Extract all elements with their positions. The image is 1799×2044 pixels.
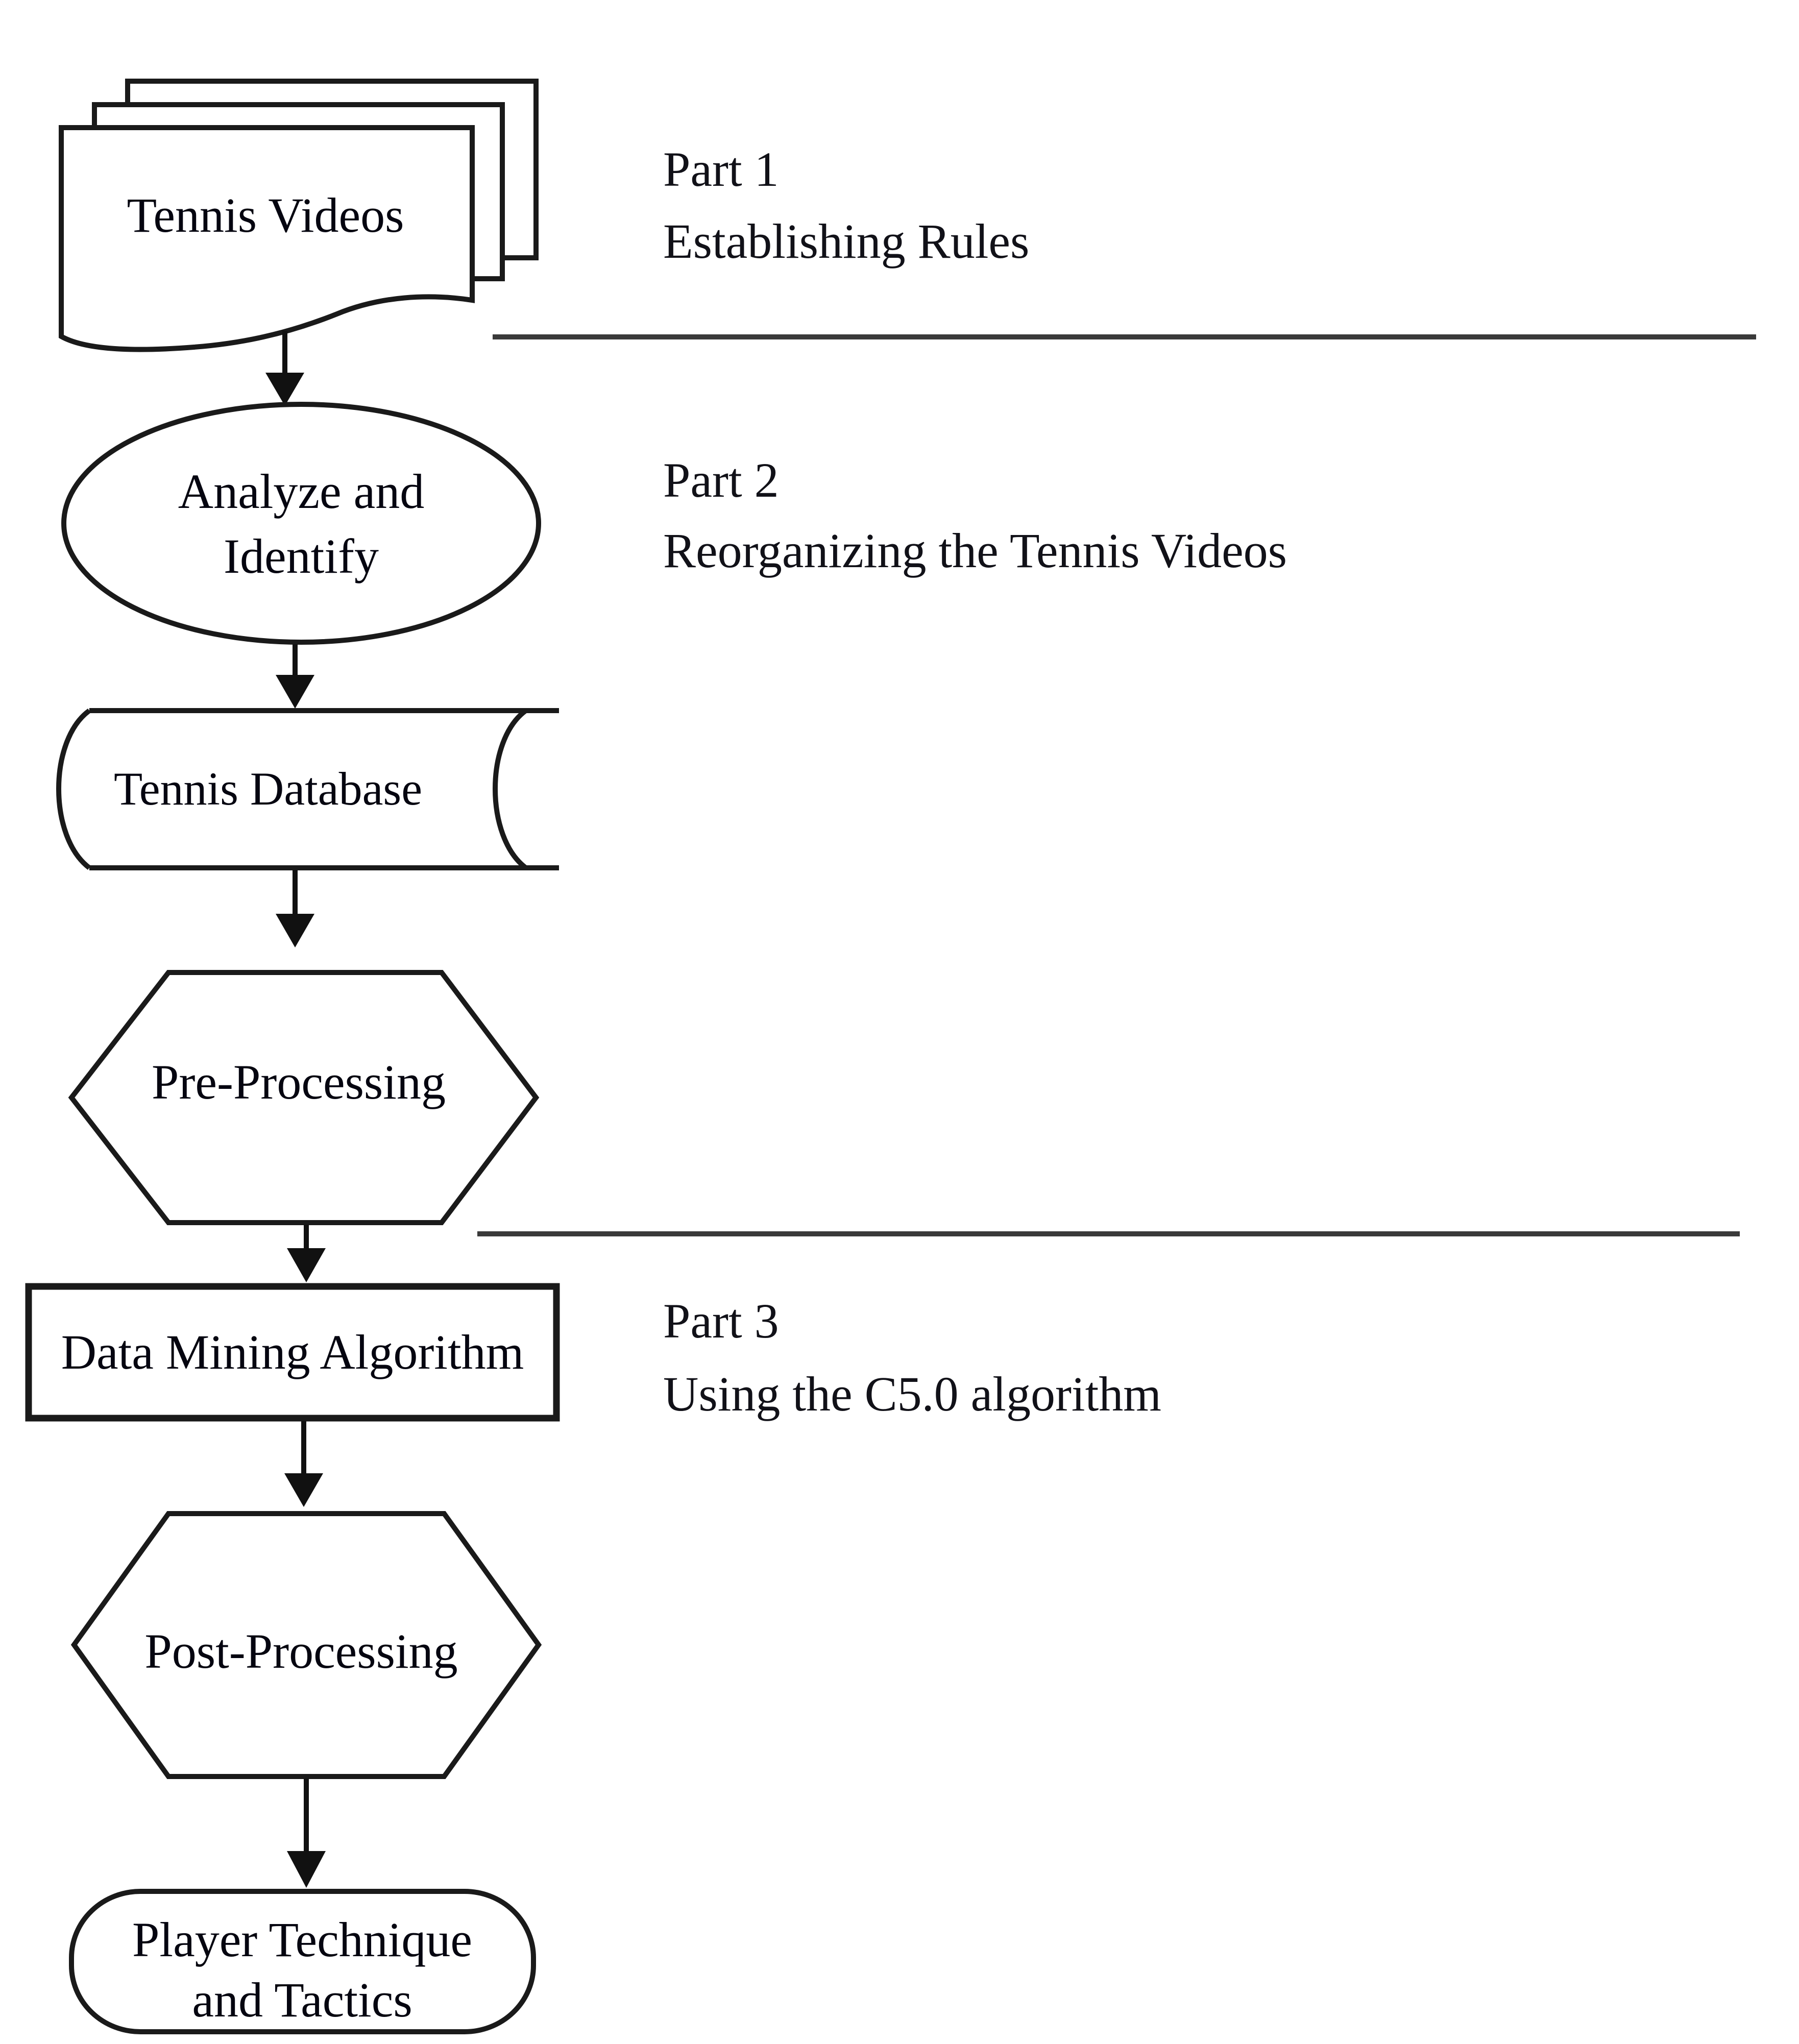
part1-description: Establishing Rules	[663, 214, 1030, 269]
post-processing-shape	[70, 1511, 542, 1779]
document-front-page	[59, 125, 475, 352]
flow-arrow-5	[284, 1421, 323, 1507]
tennis-database-label: Tennis Database	[113, 763, 423, 815]
part1-title: Part 1	[663, 142, 779, 197]
tennis-videos-shape	[59, 79, 539, 352]
post-processing-label: Post-Processing	[144, 1624, 458, 1678]
flow-arrow-4	[287, 1225, 326, 1282]
analyze-identify-shape	[61, 402, 541, 645]
player-technique-label-line2: and Tactics	[192, 1973, 412, 2027]
pre-processing-shape	[68, 970, 540, 1225]
database-right-curve	[493, 708, 528, 870]
data-mining-shape	[25, 1283, 560, 1422]
flow-arrow-2	[276, 644, 314, 709]
player-technique-label-line1: Player Technique	[132, 1912, 472, 1967]
data-mining-label: Data Mining Algorithm	[61, 1325, 524, 1379]
part2-title: Part 2	[663, 453, 779, 507]
player-technique-shape	[69, 1889, 536, 2034]
flow-arrow-3	[276, 870, 314, 947]
tennis-videos-label: Tennis Videos	[127, 188, 404, 242]
analyze-identify-label-line2: Identify	[224, 529, 379, 583]
part2-description: Reorganizing the Tennis Videos	[663, 523, 1287, 578]
pre-processing-label: Pre-Processing	[152, 1055, 446, 1109]
part3-title: Part 3	[663, 1294, 779, 1348]
database-left-curve	[56, 708, 91, 870]
flow-arrow-1	[265, 331, 304, 406]
tennis-database-shape	[56, 708, 559, 870]
flow-arrow-6	[287, 1779, 326, 1888]
analyze-identify-label-line1: Analyze and	[178, 464, 425, 519]
part3-description: Using the C5.0 algorithm	[663, 1367, 1161, 1421]
